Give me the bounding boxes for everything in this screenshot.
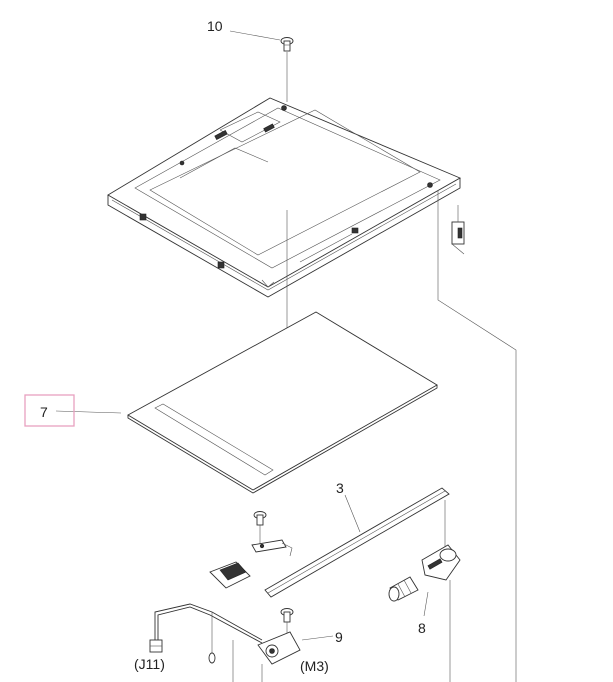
leader-line-8: [423, 591, 429, 617]
screw-icon: [280, 608, 294, 623]
leader-line-10: [229, 30, 281, 41]
screw-icon: [253, 511, 267, 526]
screw-icon: [280, 37, 294, 52]
callout-10: 10: [207, 18, 223, 34]
sensor-bracket: [251, 539, 293, 557]
pulley-assembly: [421, 544, 461, 682]
motor-board: [232, 631, 301, 682]
gear-shaft: [388, 576, 419, 602]
callout-m3: (M3): [300, 658, 329, 674]
drive-belt: [264, 487, 450, 598]
callout-j11: (J11): [134, 656, 165, 672]
callout-7: 7: [40, 404, 48, 420]
top-frame-assembly: [107, 97, 462, 298]
callout-7-highlight: [24, 394, 75, 427]
latch-part: [451, 205, 465, 255]
wire-harness: [154, 603, 263, 664]
carriage-block: [209, 561, 251, 589]
callout-8: 8: [418, 620, 426, 636]
leader-line-3: [344, 494, 361, 533]
leader-line-7: [55, 410, 122, 414]
scanner-glass: [127, 311, 438, 494]
connector-icon: [149, 639, 163, 653]
guide-line-right: [437, 190, 517, 682]
leader-line-9: [301, 635, 334, 641]
callout-9: 9: [335, 629, 343, 645]
callout-3: 3: [336, 480, 344, 496]
